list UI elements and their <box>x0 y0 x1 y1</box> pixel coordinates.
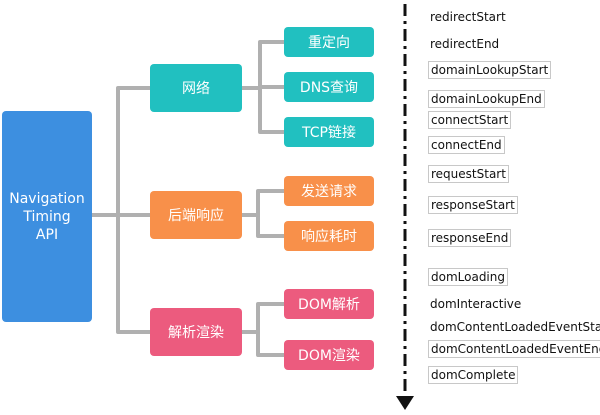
connector-backend <box>240 189 286 238</box>
event-label: domComplete <box>428 366 519 384</box>
leaf-dns-query: DNS查询 <box>284 72 374 102</box>
leaf-dom-render: DOM渲染 <box>284 340 374 370</box>
category-render: 解析渲染 <box>150 308 242 356</box>
event-label: connectEnd <box>428 136 505 154</box>
event-label: redirectEnd <box>430 37 500 51</box>
event-label: domLoading <box>428 268 508 286</box>
leaf-response-time: 响应耗时 <box>284 221 374 251</box>
root-line: Navigation <box>9 190 85 207</box>
event-label: redirectStart <box>430 10 506 24</box>
category-network: 网络 <box>150 64 242 112</box>
leaf-send-request: 发送请求 <box>284 176 374 206</box>
leaf-tcp-connect: TCP链接 <box>284 117 374 147</box>
connector-network <box>240 40 286 134</box>
event-label: responseStart <box>428 196 518 214</box>
event-label: domInteractive <box>430 297 522 311</box>
category-backend: 后端响应 <box>150 191 242 239</box>
timeline-arrow-icon <box>396 396 414 410</box>
leaf-dom-parse: DOM解析 <box>284 289 374 319</box>
root-node: Navigation Timing API <box>2 111 92 322</box>
event-label: requestStart <box>428 165 509 183</box>
leaf-redirect: 重定向 <box>284 27 374 57</box>
root-line: Timing <box>23 208 71 225</box>
connector-render <box>240 302 286 357</box>
event-label: domContentLoadedEventEnd <box>428 340 600 358</box>
event-label: domContentLoadedEventStart <box>430 320 600 334</box>
event-label: connectStart <box>428 111 512 129</box>
event-label: responseEnd <box>428 229 512 247</box>
event-label: domainLookupStart <box>428 61 552 79</box>
event-label: domainLookupEnd <box>428 90 545 108</box>
connector-root <box>90 86 152 334</box>
root-line: API <box>35 226 59 243</box>
